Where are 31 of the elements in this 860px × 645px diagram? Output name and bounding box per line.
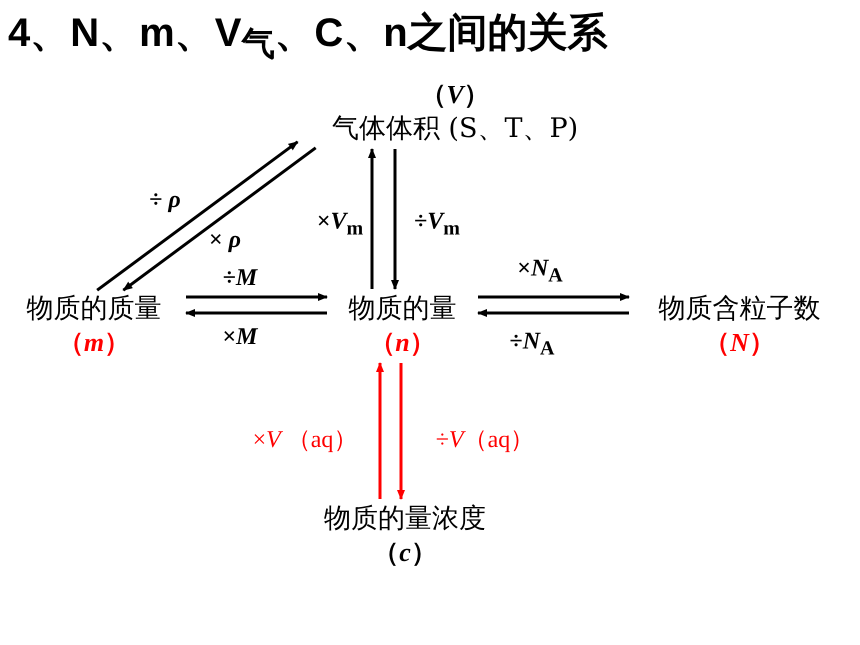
arrow <box>477 309 629 317</box>
arrow <box>376 362 384 499</box>
edge-label: ÷N$_{A}$ <box>510 328 554 362</box>
node-label: 物质含粒子数 <box>658 292 820 326</box>
edge-label: ×V （aq） <box>252 426 358 454</box>
arrow <box>122 146 317 292</box>
edge-label: ÷M <box>222 264 258 292</box>
symbol-label: （m） <box>58 327 130 359</box>
node-label: 物质的量浓度 <box>324 502 486 536</box>
edge-label: × ρ <box>208 226 242 254</box>
node-label: 物质的量 <box>348 292 456 326</box>
edge-label: ÷V$_{m}$ <box>414 208 460 242</box>
edge-label: ×M <box>222 323 258 351</box>
symbol-label: （c） <box>373 537 437 569</box>
symbol-label: （V） <box>420 79 490 111</box>
arrow <box>96 140 298 292</box>
node-label: 物质的质量 <box>26 292 162 326</box>
edge-label: ×N$_{A}$ <box>517 254 563 288</box>
edge-label: ÷V（aq） <box>436 426 534 454</box>
arrow <box>391 149 399 290</box>
arrow <box>478 293 630 301</box>
arrow <box>186 293 328 301</box>
arrow <box>185 309 327 317</box>
arrow <box>368 148 376 289</box>
edge-label: ÷ ρ <box>149 186 181 214</box>
node-label: 气体体积 (S、T、P) <box>332 112 578 146</box>
symbol-label: （N） <box>704 327 775 359</box>
title: 4、N、m、V$_{气}$、C、n之间的关系 <box>8 10 608 65</box>
symbol-label: （n） <box>369 327 436 359</box>
edge-label: ×V$_{m}$ <box>316 208 364 242</box>
arrow <box>397 363 405 500</box>
